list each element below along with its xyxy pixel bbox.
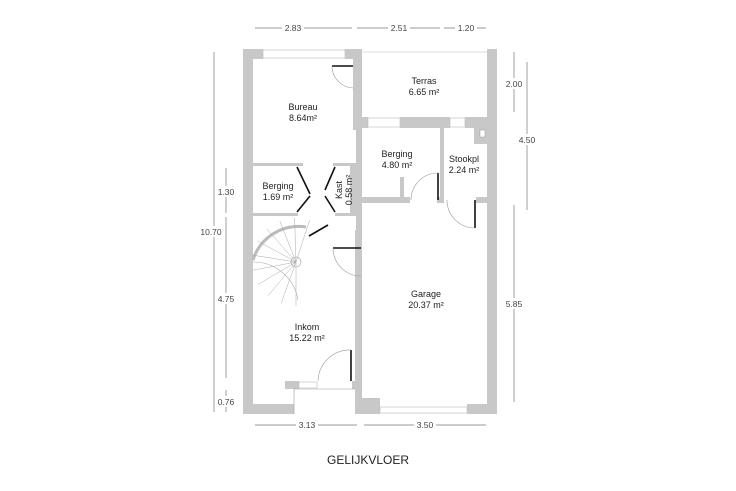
spiral-staircase — [251, 218, 310, 306]
room-area-stookpl: 2.24 m² — [449, 165, 480, 175]
room-name-garage: Garage — [411, 289, 441, 299]
room-name-berging-small: Berging — [262, 181, 293, 191]
stair-tread — [280, 261, 297, 304]
dim-top-2: 2.51 — [391, 23, 408, 33]
stair-tread — [267, 261, 297, 297]
walls — [243, 49, 497, 414]
room-name-stookpl: Stookpl — [449, 154, 479, 164]
room-name-berging: Berging — [381, 149, 412, 159]
dim-left-2: 4.75 — [218, 294, 235, 304]
dimension-lines — [213, 27, 528, 426]
dim-right-3: 5.85 — [506, 299, 523, 309]
dim-right-2: 4.50 — [519, 135, 536, 145]
stair-tread — [257, 240, 297, 263]
dim-left-total: 10.70 — [200, 227, 222, 237]
room-area-kast: 0.58 m² — [344, 175, 354, 206]
doors — [296, 65, 476, 382]
room-area-berging-small: 1.69 m² — [263, 192, 294, 202]
dim-left-3: 0.76 — [218, 397, 235, 407]
stair-tread — [252, 254, 297, 263]
dim-bottom-1: 3.13 — [299, 420, 316, 430]
room-name-inkom: Inkom — [295, 322, 320, 332]
room-area-bureau: 8.64m² — [289, 113, 317, 123]
room-area-berging: 4.80 m² — [382, 160, 413, 170]
room-area-inkom: 15.22 m² — [289, 333, 325, 343]
stair-tread — [266, 228, 297, 263]
stair-tread — [258, 261, 297, 285]
room-area-garage: 20.37 m² — [408, 300, 444, 310]
dimension-labels: 2.83 2.51 1.20 3.13 3.50 10.70 1.30 4.75… — [200, 22, 538, 430]
dim-top-1: 2.83 — [285, 23, 302, 33]
dim-top-3: 1.20 — [458, 23, 475, 33]
room-name-terras: Terras — [411, 76, 437, 86]
floor-title: GELIJKVLOER — [327, 453, 409, 467]
room-labels: Bureau 8.64m² Terras 6.65 m² Berging 4.8… — [262, 76, 479, 343]
dim-left-1: 1.30 — [218, 187, 235, 197]
dim-bottom-2: 3.50 — [417, 420, 434, 430]
stair-tread — [279, 220, 297, 263]
room-name-bureau: Bureau — [288, 102, 317, 112]
stair-tread — [294, 218, 297, 263]
dim-right-1: 2.00 — [506, 79, 523, 89]
stair-tread — [252, 261, 297, 271]
stair-tread — [295, 220, 310, 263]
room-area-terras: 6.65 m² — [409, 87, 440, 97]
room-name-kast: Kast — [334, 180, 344, 199]
